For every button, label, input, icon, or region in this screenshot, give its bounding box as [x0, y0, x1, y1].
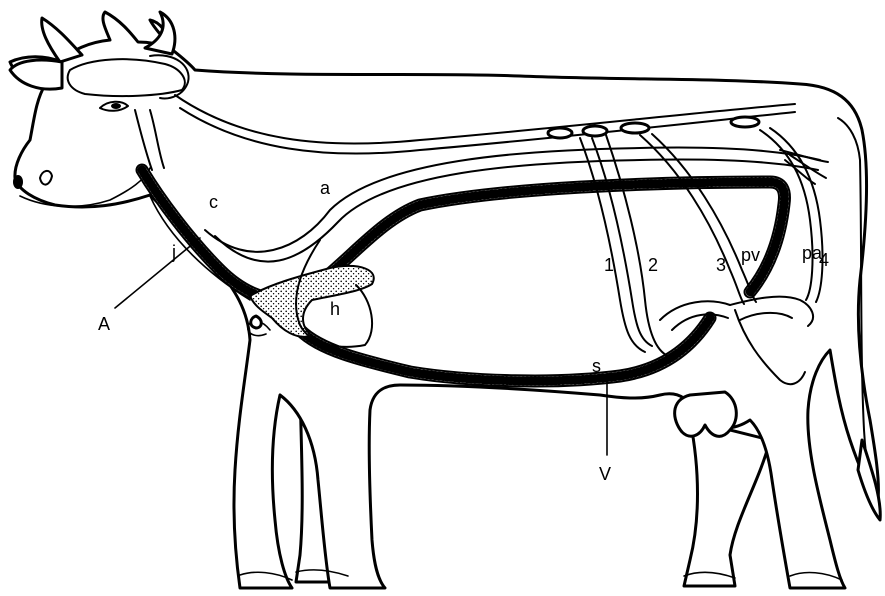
spinal-node-2	[583, 126, 607, 136]
label-c: c	[209, 192, 218, 212]
far-hind-leg	[684, 420, 770, 586]
horn-left	[42, 18, 82, 62]
spinal-node-4	[731, 117, 759, 127]
label-2: 2	[648, 255, 658, 275]
label-pv: pv	[741, 245, 760, 265]
label-1: 1	[604, 255, 614, 275]
label-a: a	[320, 178, 331, 198]
spinal-node-3	[621, 123, 649, 133]
label-s: s	[592, 356, 601, 376]
pupil	[111, 103, 121, 109]
leader-A	[115, 238, 200, 308]
label-j: j	[171, 242, 176, 262]
spinal-node-1	[548, 128, 572, 138]
label-V: V	[599, 464, 611, 484]
label-4: 4	[819, 250, 829, 270]
label-3: 3	[716, 255, 726, 275]
ear	[10, 60, 62, 89]
horn-right	[145, 12, 175, 54]
valve-knob	[251, 316, 262, 328]
muzzle-tip	[13, 175, 23, 189]
label-A: A	[98, 314, 110, 334]
label-h: h	[330, 299, 340, 319]
